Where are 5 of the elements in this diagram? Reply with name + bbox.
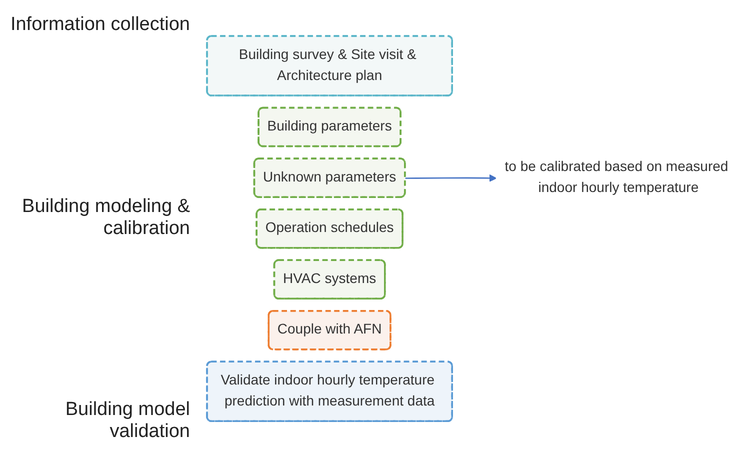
stage-label: Building model validation (64, 399, 191, 443)
stage-label: Information collection (9, 14, 191, 36)
arrow (405, 174, 497, 182)
stage-label: Building modeling & calibration (21, 196, 191, 240)
node-text: to be calibrated based on measured indoor hourly temperature (504, 159, 728, 196)
